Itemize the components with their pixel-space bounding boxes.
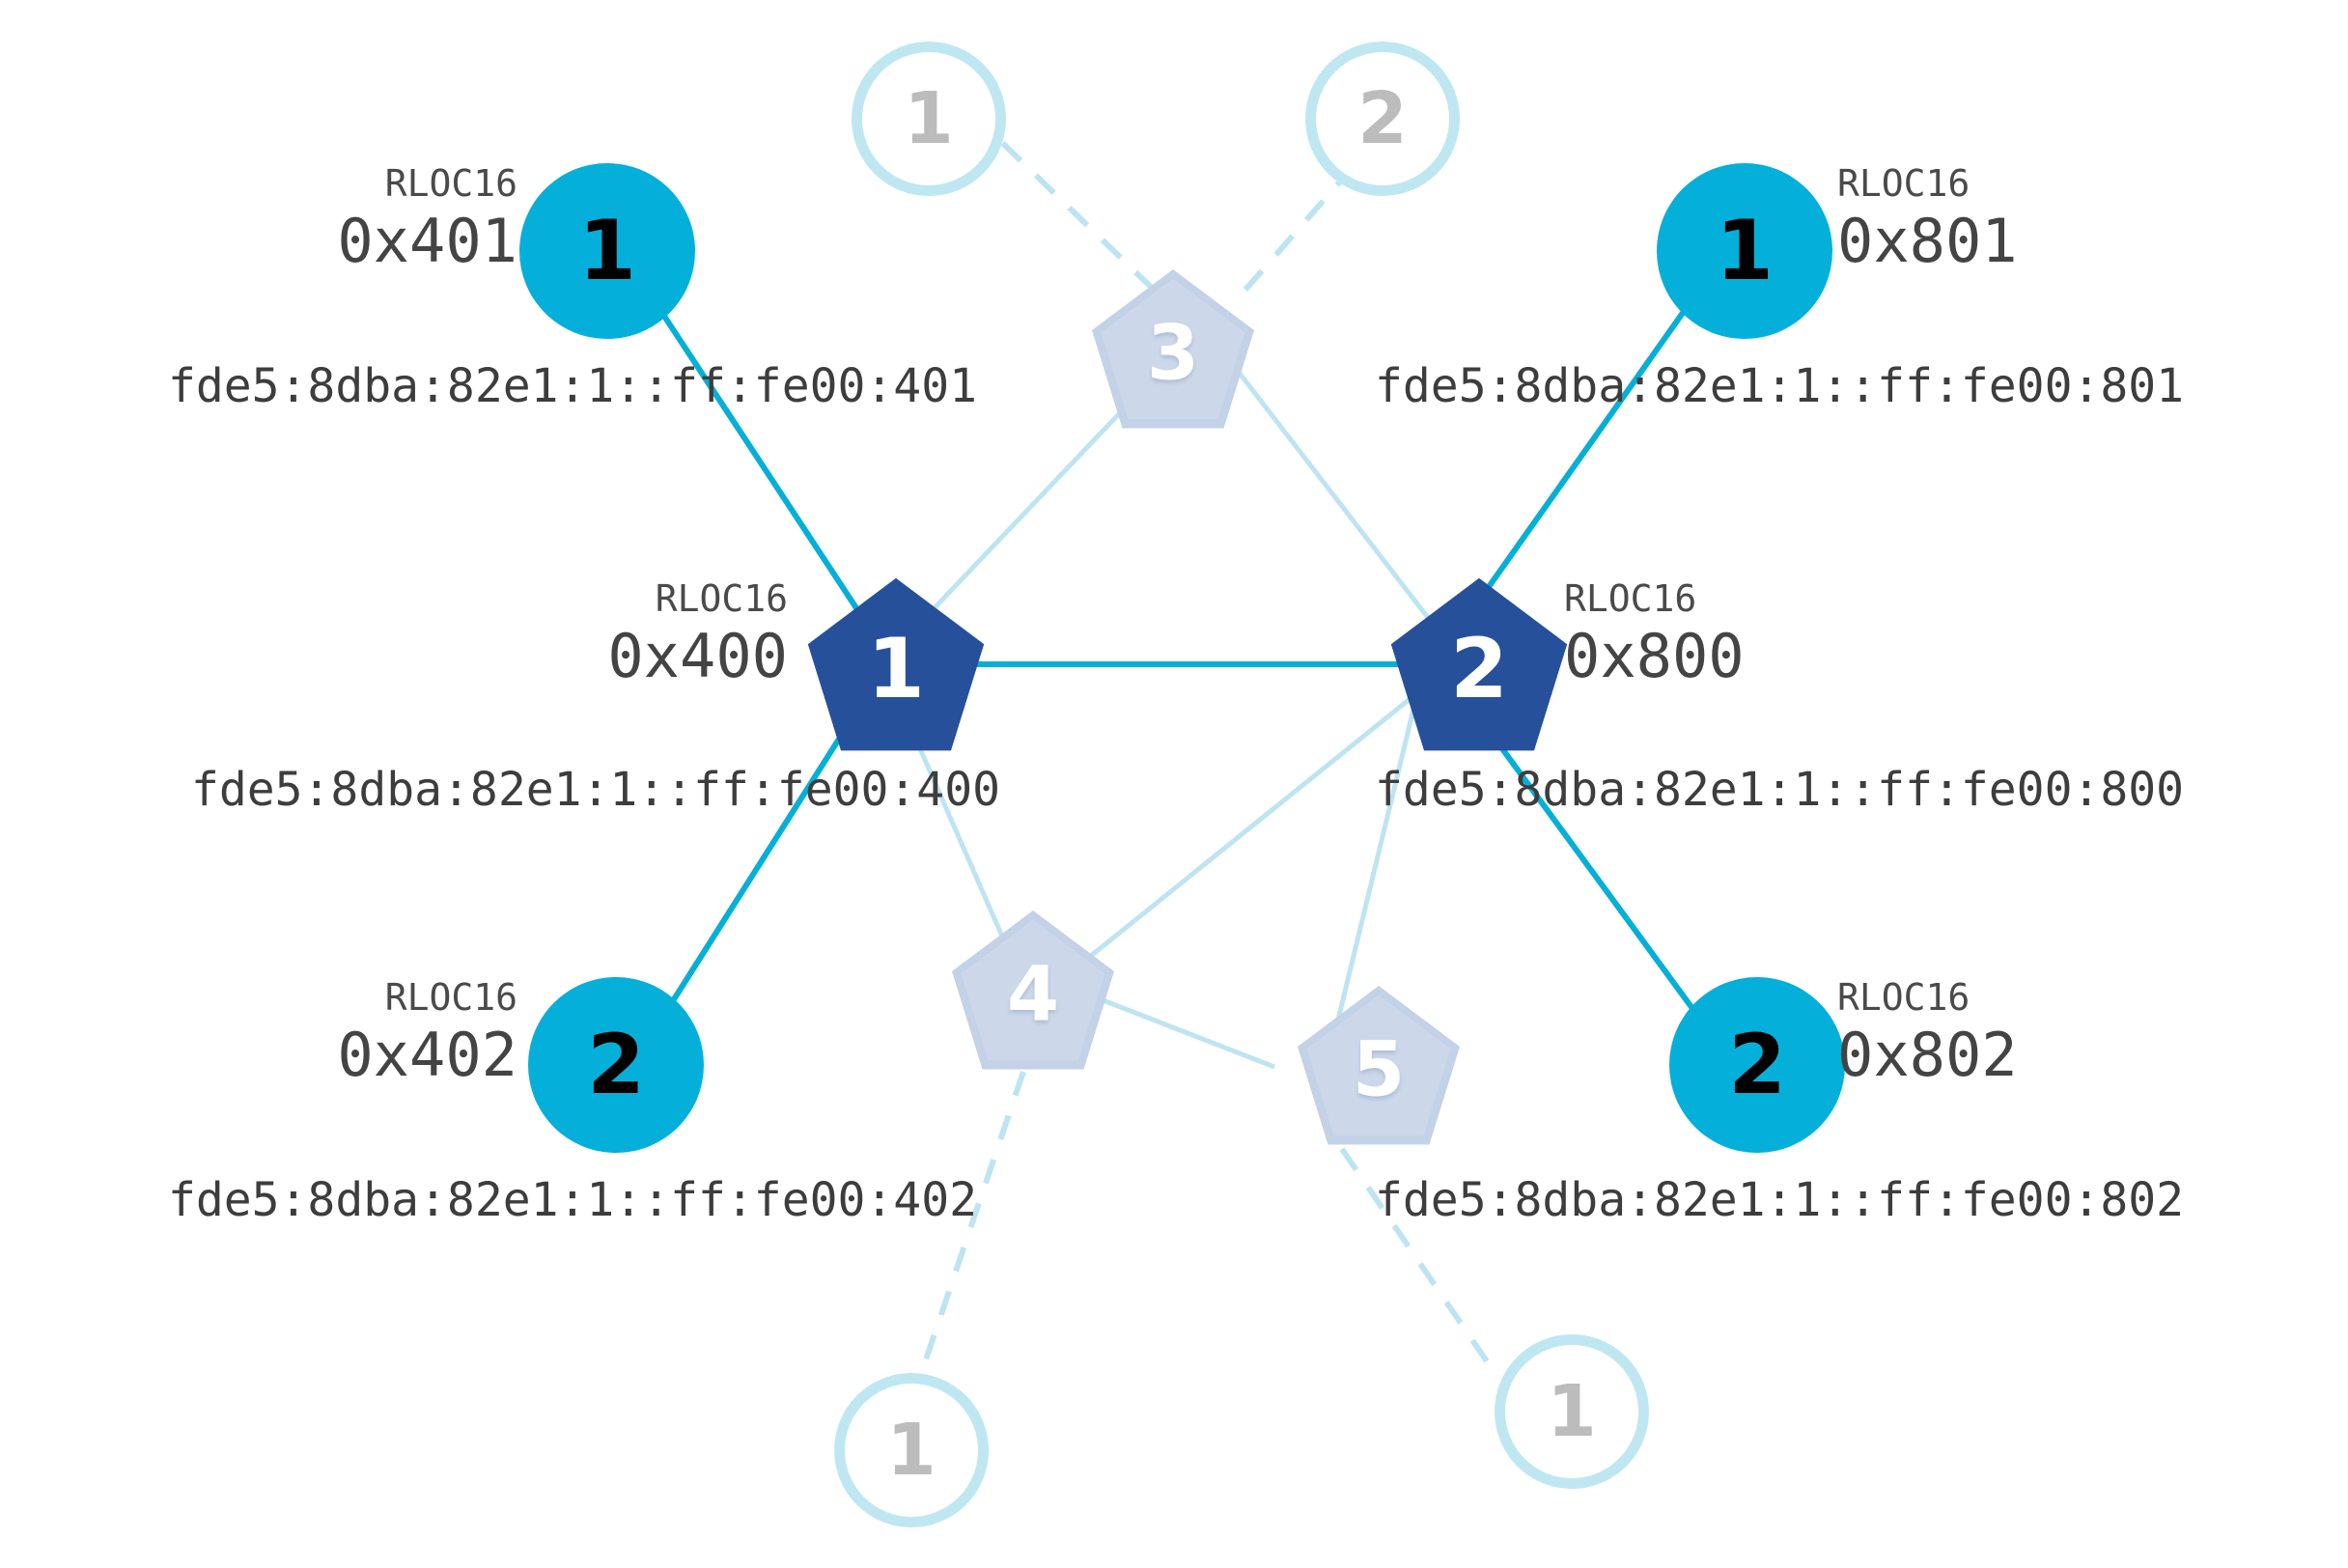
- faded-child-node-bottom-right[interactable]: 1: [1495, 1334, 1649, 1489]
- ipv6-child-0x401: fde5:8dba:82e1:1::ff:fe00:401: [167, 359, 977, 413]
- ipv6-child-0x402: fde5:8dba:82e1:1::ff:fe00:402: [167, 1173, 977, 1227]
- node-number: 2: [587, 1017, 645, 1113]
- link-f4-fc-bottomleft: [919, 1071, 1026, 1372]
- link-r2-f5: [1334, 685, 1422, 1024]
- ipv6-router-0x800: fde5:8dba:82e1:1::ff:fe00:800: [1375, 763, 2185, 817]
- child-node-0x402[interactable]: 2: [528, 977, 704, 1153]
- link-r1-c401: [644, 288, 891, 658]
- rloc16-caption: RLOC16: [1564, 577, 1697, 620]
- link-f3-fc-topright: [1243, 133, 1384, 292]
- faded-child-node-top-left[interactable]: 1: [852, 42, 1006, 196]
- node-number: 1: [904, 77, 954, 160]
- label-child-0x401: RLOC16 0x401: [337, 162, 517, 276]
- link-r2-c801: [1450, 288, 1702, 639]
- node-number: 2: [1357, 77, 1408, 160]
- rloc16-value: 0x800: [1564, 620, 1745, 691]
- rloc16-caption: RLOC16: [1837, 162, 1971, 205]
- child-node-0x801[interactable]: 1: [1657, 163, 1832, 339]
- label-router-0x400: RLOC16 0x400: [607, 577, 788, 691]
- node-number: 1: [1716, 203, 1774, 299]
- link-r2-f4: [1065, 674, 1440, 977]
- faded-child-node-top-right[interactable]: 2: [1305, 42, 1460, 196]
- ipv6-router-0x400: fde5:8dba:82e1:1::ff:fe00:400: [190, 763, 1000, 817]
- node-number: 3: [1146, 310, 1200, 397]
- faded-router-node-3[interactable]: 3: [1089, 266, 1258, 435]
- rloc16-value: 0x801: [1837, 205, 2018, 276]
- link-f4-f5: [1100, 996, 1275, 1070]
- rloc16-value: 0x802: [1837, 1019, 2018, 1090]
- faded-router-node-4[interactable]: 4: [949, 908, 1118, 1077]
- rloc16-value: 0x402: [337, 1019, 517, 1090]
- router-node-0x800[interactable]: 2: [1387, 574, 1571, 758]
- node-number: 1: [867, 621, 925, 717]
- ipv6-child-0x801: fde5:8dba:82e1:1::ff:fe00:801: [1375, 359, 2185, 413]
- ipv6-child-0x802: fde5:8dba:82e1:1::ff:fe00:802: [1375, 1173, 2185, 1227]
- label-child-0x802: RLOC16 0x802: [1837, 976, 2018, 1090]
- node-number: 5: [1352, 1026, 1406, 1113]
- link-r2-f3: [1229, 360, 1460, 658]
- link-r2-c802: [1474, 713, 1731, 1059]
- router-node-0x400[interactable]: 1: [804, 574, 988, 758]
- rloc16-caption: RLOC16: [384, 162, 517, 205]
- label-child-0x402: RLOC16 0x402: [337, 976, 517, 1090]
- faded-router-node-5[interactable]: 5: [1295, 983, 1464, 1152]
- node-number: 1: [1547, 1370, 1597, 1453]
- rloc16-caption: RLOC16: [384, 976, 517, 1019]
- faded-child-node-bottom-left[interactable]: 1: [834, 1373, 989, 1527]
- node-number: 1: [886, 1409, 936, 1492]
- node-number: 1: [578, 203, 636, 299]
- label-child-0x801: RLOC16 0x801: [1837, 162, 2018, 276]
- child-node-0x802[interactable]: 2: [1669, 977, 1845, 1153]
- rloc16-caption: RLOC16: [1837, 976, 1971, 1019]
- node-number: 4: [1006, 951, 1060, 1038]
- inactive-child-links: [919, 132, 1490, 1372]
- link-f3-fc-topleft: [992, 132, 1157, 293]
- node-number: 2: [1728, 1017, 1786, 1113]
- label-router-0x800: RLOC16 0x800: [1564, 577, 1745, 691]
- rloc16-value: 0x401: [337, 205, 517, 276]
- node-number: 2: [1450, 621, 1508, 717]
- child-node-0x401[interactable]: 1: [519, 163, 695, 339]
- rloc16-value: 0x400: [607, 620, 788, 691]
- rloc16-caption: RLOC16: [655, 577, 788, 620]
